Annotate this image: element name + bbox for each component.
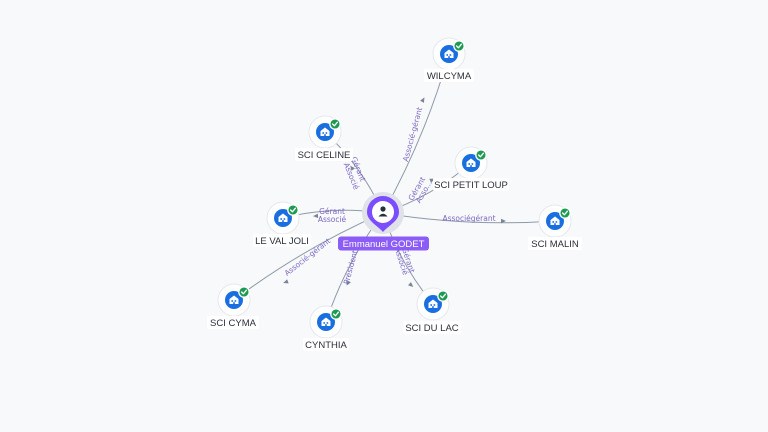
- check-icon: [238, 286, 250, 298]
- arrow-icon: [350, 165, 355, 171]
- person-icon: [380, 206, 386, 212]
- arrow-icon: [346, 280, 351, 286]
- arrow-icon: [420, 97, 425, 103]
- node-label-box: [424, 69, 474, 82]
- node-label-box: [295, 148, 353, 161]
- building-icon: [229, 295, 239, 304]
- arrow-icon: [408, 282, 414, 287]
- node-label: SCI DU LAC: [405, 323, 458, 334]
- node-label: SCI CELINE: [298, 150, 351, 161]
- node-label: SCI CYMA: [210, 318, 257, 329]
- building-icon: [320, 127, 330, 136]
- company-node-cynthia[interactable]: CYNTHIA: [303, 305, 349, 351]
- node-label-box: [303, 338, 349, 351]
- building-icon: [466, 158, 476, 167]
- center-label: Emmanuel GODET: [343, 239, 425, 250]
- edge-sci-malin: Associégérant: [382, 212, 556, 224]
- arrow-icon: [313, 213, 319, 219]
- edge-label: Gérant: [319, 207, 345, 216]
- node-label-box: [433, 178, 509, 191]
- node-label: CYNTHIA: [305, 340, 347, 351]
- building-icon: [444, 49, 454, 58]
- node-label-box: [403, 321, 461, 334]
- edge-label: Associégérant: [442, 214, 495, 223]
- check-icon: [329, 118, 341, 130]
- check-icon: [437, 290, 449, 302]
- check-icon: [330, 308, 342, 320]
- company-node-sci-celine[interactable]: SCI CELINE: [295, 115, 353, 161]
- company-node-sci-malin[interactable]: SCI MALIN: [528, 204, 582, 250]
- company-node-sci-petit-loup[interactable]: SCI PETIT LOUP: [433, 146, 509, 191]
- arrow-icon: [501, 218, 506, 224]
- center-label-box: [338, 236, 429, 251]
- node-label: SCI PETIT LOUP: [434, 180, 508, 191]
- check-icon: [287, 204, 299, 216]
- company-node-le-val-joli[interactable]: LE VAL JOLI: [253, 201, 311, 247]
- check-icon: [475, 149, 487, 161]
- company-node-sci-du-lac[interactable]: SCI DU LAC: [403, 287, 461, 334]
- edge-label: Président: [342, 249, 360, 285]
- edge-sci-cyma: Associé-gérant: [233, 212, 384, 301]
- check-icon: [453, 40, 465, 52]
- center-person-node[interactable]: Emmanuel GODET: [338, 192, 429, 251]
- arrow-icon: [283, 279, 289, 284]
- node-label-box: [253, 234, 311, 247]
- building-icon: [321, 317, 331, 326]
- person-icon-body: [378, 213, 388, 217]
- node-label: LE VAL JOLI: [255, 236, 309, 247]
- node-label-box: [207, 316, 259, 329]
- person-icon-background: [372, 201, 394, 223]
- company-node-sci-cyma[interactable]: SCI CYMA: [207, 283, 259, 329]
- edge-label: Associé: [318, 215, 347, 224]
- building-icon: [550, 216, 560, 225]
- node-label-box: [528, 237, 582, 250]
- node-label: WILCYMA: [427, 71, 472, 82]
- check-icon: [559, 207, 571, 219]
- company-node-wilcyma[interactable]: WILCYMA: [424, 37, 474, 82]
- building-icon: [428, 299, 438, 308]
- node-label: SCI MALIN: [531, 239, 579, 250]
- building-icon: [278, 213, 288, 222]
